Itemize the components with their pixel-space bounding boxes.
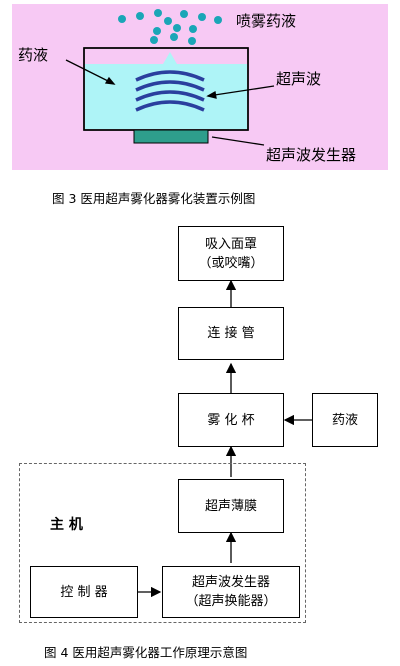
mask-sublabel: （或咬嘴） xyxy=(198,255,264,271)
figure4-caption: 图 4 医用超声雾化器工作原理示意图 xyxy=(44,645,248,660)
ultrasonic-membrane-box: 超声薄膜 xyxy=(178,479,284,533)
medicine-label: 药液 xyxy=(331,412,358,428)
membrane-label: 超声薄膜 xyxy=(204,498,257,514)
spray-label: 喷雾药液 xyxy=(236,12,297,30)
liquid-label: 药液 xyxy=(18,46,49,64)
spray-droplets xyxy=(118,9,222,45)
flow-arrows xyxy=(138,279,312,598)
host-label: 主 机 xyxy=(50,517,83,533)
figure3-caption: 图 3 医用超声雾化器雾化装置示例图 xyxy=(52,191,256,206)
transducer-label: （超声换能器） xyxy=(185,594,277,609)
ultrasonic-waves xyxy=(135,70,205,112)
connecting-tube-box: 连 接 管 xyxy=(178,307,284,360)
generator-label: 超声波发生器 xyxy=(266,146,357,164)
cup-label: 雾 化 杯 xyxy=(207,412,255,428)
atomizing-cup-box: 雾 化 杯 xyxy=(178,393,284,447)
tube-label: 连 接 管 xyxy=(207,326,255,341)
controller-label: 控 制 器 xyxy=(60,584,108,600)
generator-box-label: 超声波发生器 xyxy=(191,575,270,590)
controller-box: 控 制 器 xyxy=(30,566,138,618)
ultrasound-label: 超声波 xyxy=(276,70,322,88)
medicine-liquid-box: 药液 xyxy=(312,393,378,447)
ultrasonic-generator-box: 超声波发生器 （超声换能器） xyxy=(162,566,300,618)
atomizer-device-illustration xyxy=(12,4,388,170)
inhalation-mask-box: 吸入面罩 （或咬嘴） xyxy=(178,226,284,281)
mask-label: 吸入面罩 xyxy=(204,236,257,252)
host-enclosure xyxy=(19,463,306,623)
generator-block xyxy=(133,129,209,144)
